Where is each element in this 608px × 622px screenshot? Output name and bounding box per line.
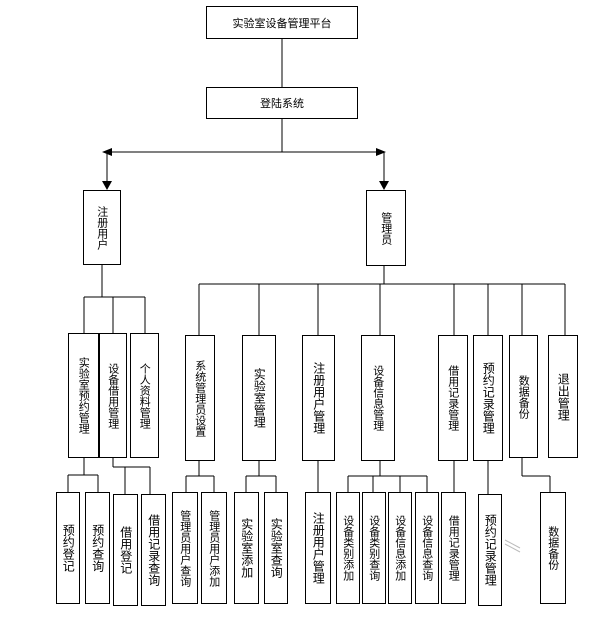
registered-user-node: 注册用户	[83, 190, 121, 265]
admin-label: 管理员	[379, 211, 393, 245]
admin-module-sysadmin-settings: 系统管理员设置	[185, 335, 215, 461]
admin-module-lab-management: 实验室管理	[242, 335, 276, 461]
leaf-registered-user-mgmt: 注册用户管理	[305, 492, 331, 604]
arrow-left-icon	[102, 148, 112, 156]
leaf-reservation-record-mgmt: 预约记录管理	[478, 494, 502, 606]
leaf-lab-add: 实验室添加	[234, 492, 259, 604]
admin-module-reservation-record-mgmt: 预约记录管理	[473, 335, 503, 461]
user-module-personal-info: 个人资料管理	[130, 333, 159, 458]
leaf-equipment-info-add: 设备信息添加	[388, 492, 412, 604]
leaf-data-backup: 数据备份	[540, 492, 566, 604]
registered-user-label: 注册用户	[95, 205, 109, 250]
root-label: 实验室设备管理平台	[232, 16, 332, 30]
leaf-reservation-query: 预约查询	[85, 492, 110, 604]
leaf-reservation-register: 预约登记	[56, 492, 80, 604]
login-node: 登陆系统	[206, 87, 358, 119]
leaf-equipment-info-query: 设备信息查询	[415, 492, 439, 604]
leaf-equipment-category-add: 设备类别添加	[336, 492, 360, 604]
login-label: 登陆系统	[260, 97, 304, 110]
user-module-lab-reservation: 实验室预约管理	[68, 333, 99, 458]
leaf-lab-query: 实验室查询	[264, 492, 288, 604]
leaf-borrow-register: 借用登记	[113, 494, 138, 606]
root-node: 实验室设备管理平台	[206, 6, 358, 39]
admin-module-borrow-record-mgmt: 借用记录管理	[438, 335, 468, 461]
admin-module-logout: 退出管理	[548, 335, 578, 458]
user-module-equipment-borrow: 设备借用管理	[99, 333, 127, 458]
arrow-right-icon	[376, 148, 386, 156]
admin-node: 管理员	[366, 190, 406, 266]
leaf-equipment-category-query: 设备类别查询	[362, 492, 386, 604]
leaf-borrow-record-query: 借用记录查询	[141, 494, 166, 606]
leaf-admin-user-query: 管理员用户查询	[172, 492, 198, 604]
admin-module-data-backup: 数据备份	[509, 335, 538, 458]
admin-module-equipment-info-mgmt: 设备信息管理	[361, 335, 395, 461]
admin-module-registered-user-mgmt: 注册用户管理	[302, 335, 335, 461]
leaf-admin-user-add: 管理员用户添加	[201, 492, 227, 604]
leaf-borrow-record-mgmt: 借用记录管理	[441, 492, 466, 604]
